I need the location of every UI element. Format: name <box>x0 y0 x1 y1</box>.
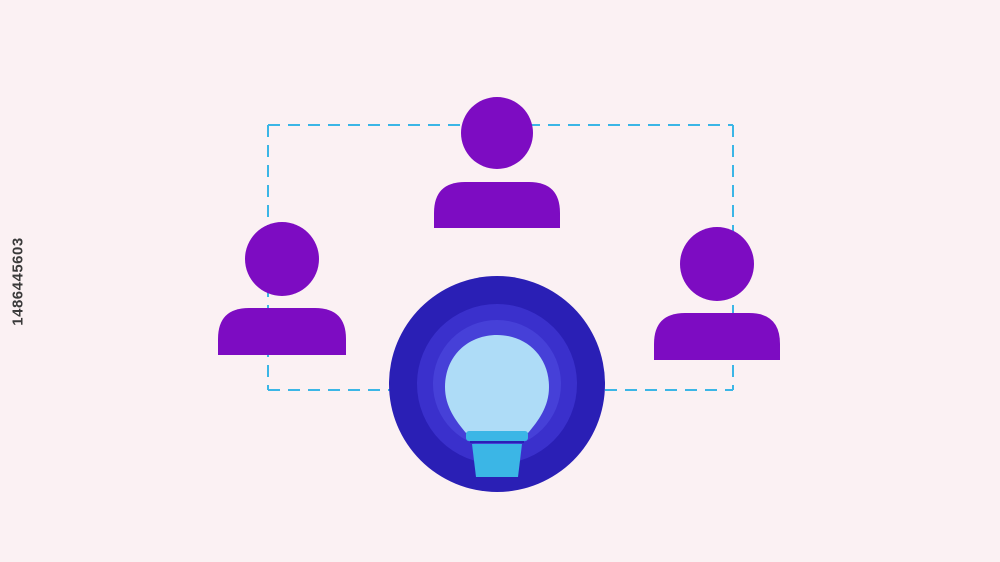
person-body <box>434 182 560 228</box>
person-head <box>245 222 319 296</box>
bulb-base <box>472 444 522 477</box>
person-icon <box>654 227 780 360</box>
person-head <box>461 97 533 169</box>
stock-id-text: 1486445603 <box>9 236 27 326</box>
bulb-glass <box>445 335 549 433</box>
person-head <box>680 227 754 301</box>
person-body <box>654 313 780 360</box>
person-icon <box>434 97 560 228</box>
lightbulb-icon <box>389 276 605 492</box>
bulb-collar <box>466 431 528 441</box>
stock-id-watermark: 1486445603 <box>6 0 30 562</box>
person-icon <box>218 222 346 355</box>
bulb-neck-line <box>470 441 524 443</box>
person-body <box>218 308 346 355</box>
